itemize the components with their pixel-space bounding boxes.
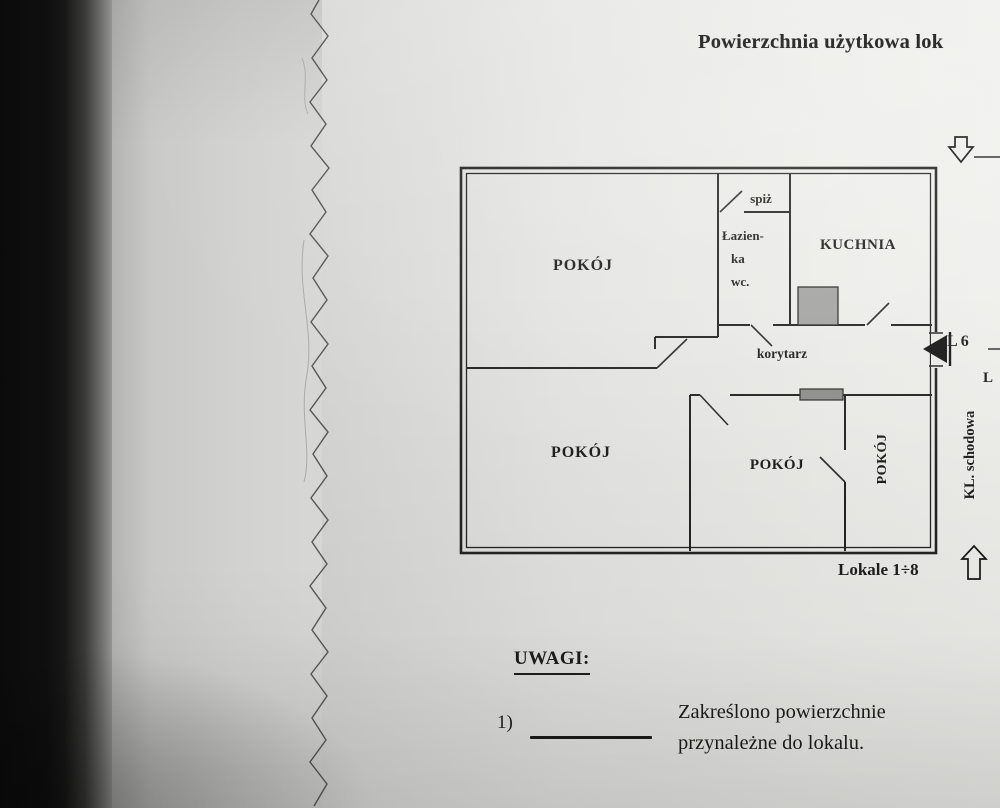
torn-edge-line: [309, 0, 330, 807]
unit-door-label: L 6: [947, 333, 969, 350]
paper-crease-line: [301, 57, 309, 115]
unit-door-icon: [923, 335, 947, 363]
door-jamb-ticks: [929, 332, 943, 367]
underlying-page: [112, 0, 326, 808]
page-title: Powierzchnia użytkowa lok: [698, 31, 944, 53]
torn-edge-zigzag: [301, 0, 330, 807]
exit-up-arrow-icon: [960, 544, 988, 580]
plan-interior-walls: [466, 173, 932, 551]
bathroom-label-line1: Łazien-: [722, 228, 764, 243]
document-page: [322, 0, 1000, 808]
corridor-label: korytarz: [757, 346, 807, 361]
note-text-line2: przynależne do lokalu.: [678, 732, 865, 754]
staircase-label: KL. schodowa: [962, 410, 978, 499]
entry-down-arrow-icon: [947, 136, 975, 164]
kitchen-label: KUCHNIA: [820, 237, 896, 253]
photo-left-shadow: [0, 0, 118, 808]
room-label-top-left: POKÓJ: [553, 255, 613, 274]
note-item-number: 1): [497, 712, 513, 733]
paper-crease-line: [301, 239, 310, 483]
units-range-label: Lokale 1÷8: [838, 560, 919, 579]
corridor-wall-block: [799, 388, 844, 401]
door-swing-lines: [656, 190, 890, 483]
bathroom-label-line3: wc.: [731, 274, 749, 289]
bathroom-label-line2: ka: [731, 251, 745, 266]
room-label-bottom-left: POKÓJ: [551, 442, 611, 461]
room-label-bottom-middle: POKÓJ: [750, 456, 804, 473]
room-label-bottom-right: POKÓJ: [873, 434, 890, 485]
note-text-line1: Zakreślono powierzchnie: [678, 701, 886, 723]
highlight-sample-line: [530, 736, 652, 739]
floor-plan: POKÓJ spiż Łazien- ka wc. KUCHNIA koryta…: [459, 136, 1000, 580]
kitchen-chimney-block: [797, 286, 839, 326]
neighbor-unit-label: L: [983, 370, 993, 386]
pantry-label: spiż: [750, 191, 772, 206]
plan-outer-wall: [459, 166, 938, 555]
notes-heading: UWAGI:: [514, 648, 590, 675]
